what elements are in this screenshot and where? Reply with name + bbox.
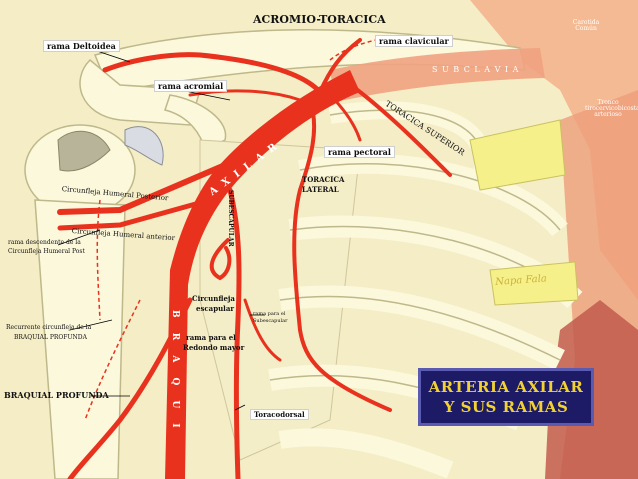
label-subescapular: SUBESCAPULAR [227, 190, 234, 247]
label-toracica-lateral-2: LATERAL [302, 185, 339, 194]
label-rama-redondo-1: rama para el [186, 333, 236, 342]
label-rama-clavicular: rama clavicular [375, 35, 453, 47]
artery-branches [57, 38, 452, 479]
label-acromio-toracica: ACROMIO-TORACICA [253, 13, 386, 26]
label-rama-descendente-2: Circunfleja Humeral Post [8, 248, 85, 255]
label-rama-subescapular-1: rama para el [253, 311, 286, 317]
label-rama-pectoral: rama pectoral [324, 146, 395, 158]
title-line-2: Y SUS RAMAS [443, 398, 569, 416]
label-braquial-profunda: BRAQUIAL PROFUNDA [4, 390, 109, 400]
costal-cartilage-2 [489, 261, 579, 306]
label-circunfleja-escapular-1: Circunfleja [192, 294, 235, 303]
label-tronco: Tronco tirocervicobicostal arterioso [585, 99, 638, 118]
label-circunfleja-escapular-2: escapular [196, 304, 235, 313]
label-subclavia: S U B C L A V I A [432, 65, 520, 74]
label-toracica-lateral-1: TORACICA [302, 175, 345, 184]
costal-cartilage-1 [469, 119, 566, 191]
title-box: ARTERIA AXILAR Y SUS RAMAS [418, 368, 594, 426]
label-recurrente-2: BRAQUIAL PROFUNDA [14, 334, 87, 341]
neck-skin [470, 0, 638, 300]
humerus-head-cartilage [57, 130, 111, 172]
label-rama-deltoidea: rama Deltoidea [43, 40, 120, 52]
label-rama-descendente-1: rama descendente de la [8, 239, 81, 246]
label-rama-subescapular-2: Subescapular [253, 318, 288, 324]
glenoid-cartilage [124, 126, 164, 166]
label-toracodorsal: Toracodorsal [250, 409, 309, 420]
title-line-1: ARTERIA AXILAR [428, 378, 584, 396]
label-rama-acromial: rama acromial [154, 80, 228, 92]
humerus-shaft [34, 199, 126, 479]
coracoid [164, 94, 227, 152]
label-braquial: B R A Q U I [170, 310, 180, 434]
label-rama-redondo-2: Redondo mayor [183, 343, 245, 352]
subclavia-band [330, 48, 545, 102]
label-recurrente-1: Recurrente circunfleja de la [6, 324, 92, 331]
label-carotida-comun: Carotida Común [572, 19, 600, 32]
dashed-branches [84, 37, 386, 421]
